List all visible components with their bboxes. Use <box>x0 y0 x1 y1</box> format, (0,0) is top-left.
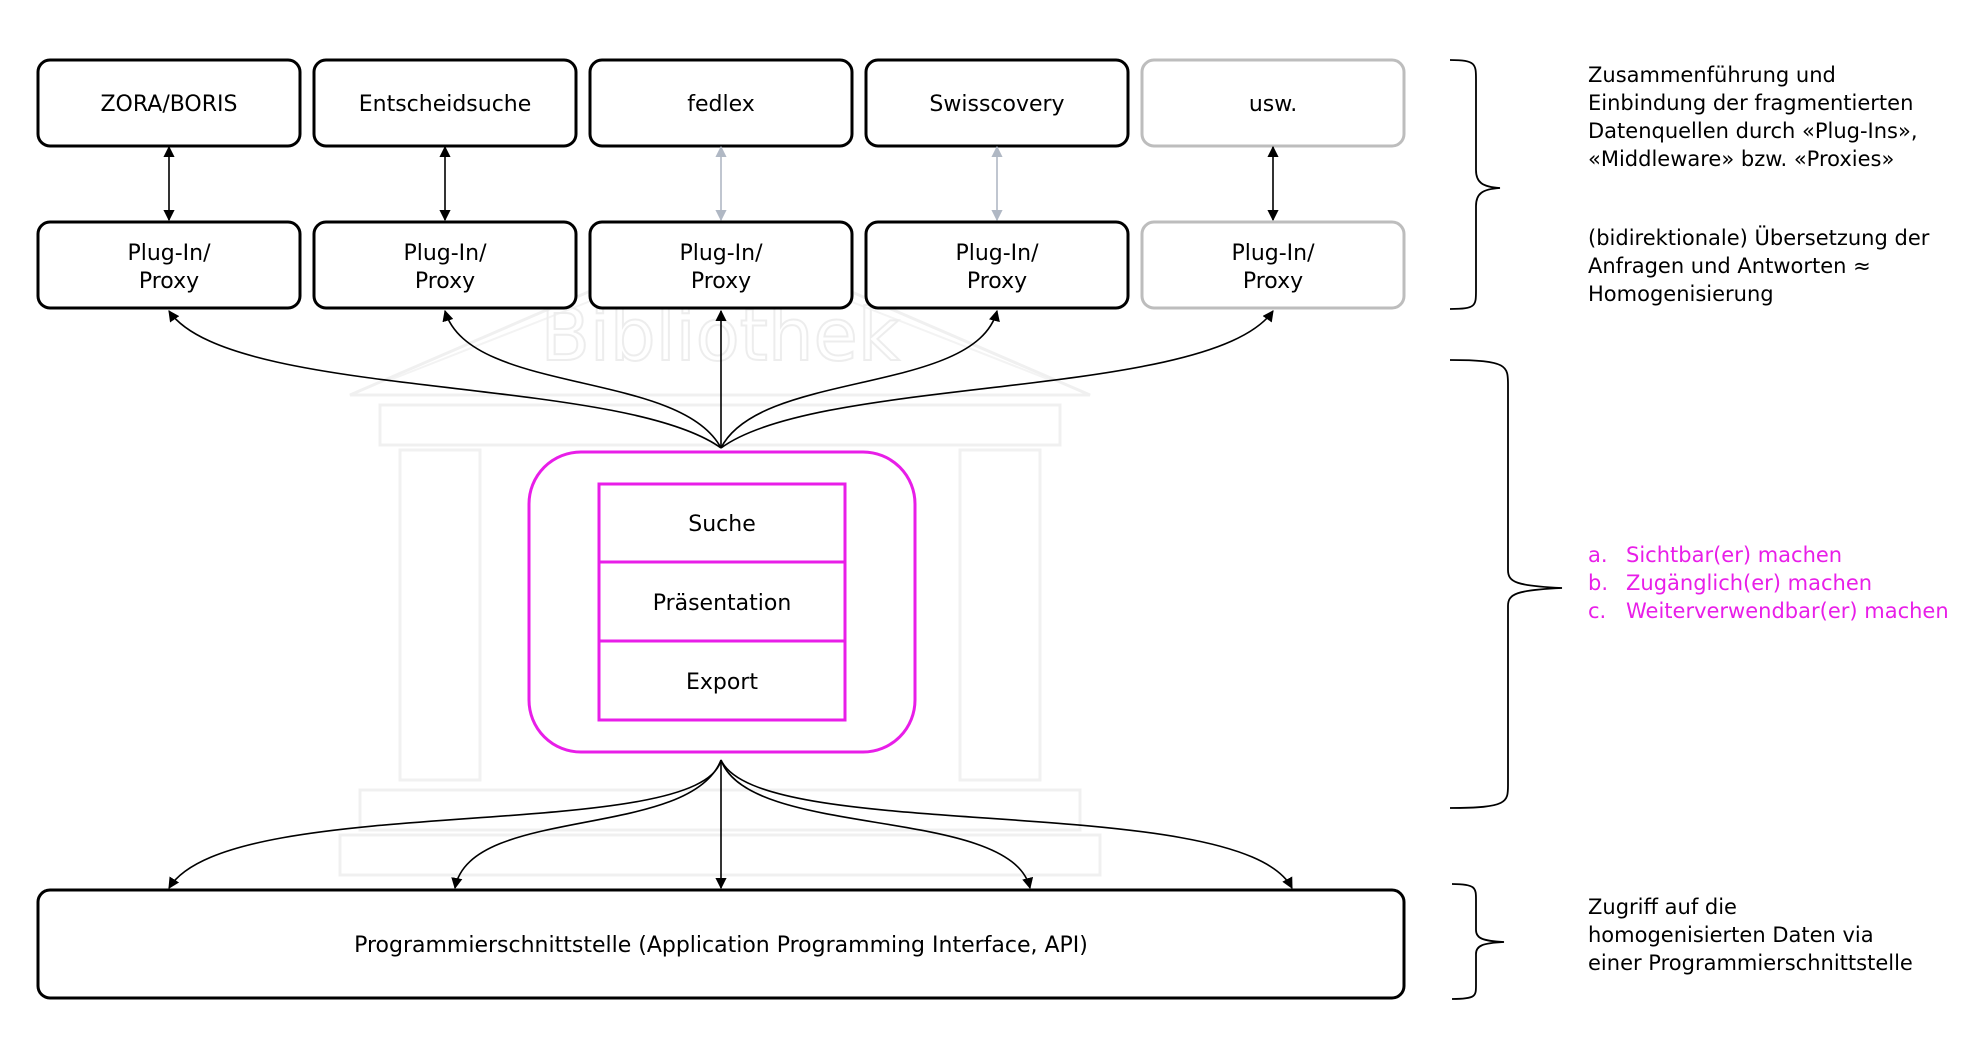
source-box-zora-boris: ZORA/BORIS <box>36 58 302 148</box>
source-box-fedlex: fedlex <box>588 58 854 148</box>
list-item: Sichtbar(er) machen <box>1626 543 1842 567</box>
module-presentation: Präsentation <box>597 560 847 643</box>
svg-text:homogenisierten Daten via: homogenisierten Daten via <box>1588 923 1874 947</box>
svg-text:«Middleware» bzw. «Proxies»: «Middleware» bzw. «Proxies» <box>1588 147 1894 171</box>
proxy-label-line1: Plug-In/ <box>127 241 211 266</box>
curve-to-proxy-5 <box>720 310 1274 449</box>
note-bottom: Zugriff auf die homogenisierten Daten vi… <box>1588 895 1913 975</box>
curve-to-api-4 <box>720 759 1034 890</box>
source-label: Entscheidsuche <box>359 92 532 117</box>
proxy-label-line2: Proxy <box>1243 269 1303 294</box>
hub-to-api-arrows <box>168 759 1293 890</box>
source-label: usw. <box>1249 92 1297 117</box>
list-marker: b. <box>1588 571 1608 595</box>
proxy-box: Plug-In/ Proxy <box>864 220 1130 310</box>
svg-text:Einbindung der fragmentierten: Einbindung der fragmentierten <box>1588 91 1913 115</box>
svg-text:Zusammenführung und: Zusammenführung und <box>1588 63 1836 87</box>
note-top: Zusammenführung und Einbindung der fragm… <box>1588 63 1918 171</box>
proxy-label-line1: Plug-In/ <box>955 241 1039 266</box>
module-label: Suche <box>688 512 755 537</box>
api-label: Programmierschnittstelle (Application Pr… <box>354 933 1088 958</box>
hub-to-proxy-arrows <box>168 309 1274 449</box>
proxy-label-line2: Proxy <box>691 269 751 294</box>
module-label: Präsentation <box>653 591 792 616</box>
module-label: Export <box>686 670 758 695</box>
curve-to-proxy-2 <box>442 309 722 449</box>
proxy-box: Plug-In/ Proxy <box>36 220 302 310</box>
svg-text:(bidirektionale) Übersetzung d: (bidirektionale) Übersetzung der <box>1588 225 1930 250</box>
curve-to-proxy-1 <box>168 310 722 449</box>
svg-text:Datenquellen durch «Plug-Ins»,: Datenquellen durch «Plug-Ins», <box>1588 119 1918 143</box>
list-marker: a. <box>1588 543 1608 567</box>
proxy-row: Plug-In/ Proxy Plug-In/ Proxy Plug-In/ P… <box>36 220 1406 310</box>
svg-text:Anfragen und Antworten ≈: Anfragen und Antworten ≈ <box>1588 254 1871 278</box>
proxy-label-line1: Plug-In/ <box>679 241 763 266</box>
proxy-label-line2: Proxy <box>415 269 475 294</box>
curve-to-api-5 <box>720 759 1293 889</box>
brace-middle <box>1449 359 1563 809</box>
module-search: Suche <box>597 482 847 564</box>
list-item: Zugänglich(er) machen <box>1626 571 1872 595</box>
svg-text:Zugriff auf die: Zugriff auf die <box>1588 895 1737 919</box>
proxy-label-line2: Proxy <box>967 269 1027 294</box>
source-box-entscheidsuche: Entscheidsuche <box>312 58 578 148</box>
curve-to-api-1 <box>168 759 722 889</box>
note-middle-list: a. Sichtbar(er) machen b. Zugänglich(er)… <box>1588 543 1949 623</box>
proxy-label-line1: Plug-In/ <box>1231 241 1315 266</box>
curve-to-proxy-4 <box>720 309 1000 449</box>
svg-text:Homogenisierung: Homogenisierung <box>1588 282 1774 306</box>
svg-text:einer Programmierschnittstelle: einer Programmierschnittstelle <box>1588 951 1913 975</box>
module-export: Export <box>597 639 847 722</box>
brace-bottom <box>1451 883 1505 1000</box>
source-row: ZORA/BORIS Entscheidsuche fedlex Swissco… <box>36 58 1406 148</box>
list-marker: c. <box>1588 599 1606 623</box>
proxy-box: Plug-In/ Proxy <box>588 220 854 310</box>
brace-top <box>1449 59 1501 310</box>
source-label: Swisscovery <box>929 92 1064 117</box>
proxy-label-line2: Proxy <box>139 269 199 294</box>
source-proxy-arrows <box>163 145 1279 222</box>
proxy-box-muted: Plug-In/ Proxy <box>1140 220 1406 310</box>
api-box: Programmierschnittstelle (Application Pr… <box>36 888 1406 1000</box>
source-label: fedlex <box>687 92 755 117</box>
list-item: Weiterverwendbar(er) machen <box>1626 599 1949 623</box>
source-label: ZORA/BORIS <box>100 92 237 117</box>
curve-to-api-2 <box>451 759 722 890</box>
source-box-usw: usw. <box>1140 58 1406 148</box>
right-braces <box>1449 59 1563 1000</box>
source-box-swisscovery: Swisscovery <box>864 58 1130 148</box>
proxy-box: Plug-In/ Proxy <box>312 220 578 310</box>
central-hub: Suche Präsentation Export <box>527 450 917 754</box>
proxy-label-line1: Plug-In/ <box>403 241 487 266</box>
note-top-2: (bidirektionale) Übersetzung der Anfrage… <box>1588 225 1930 306</box>
